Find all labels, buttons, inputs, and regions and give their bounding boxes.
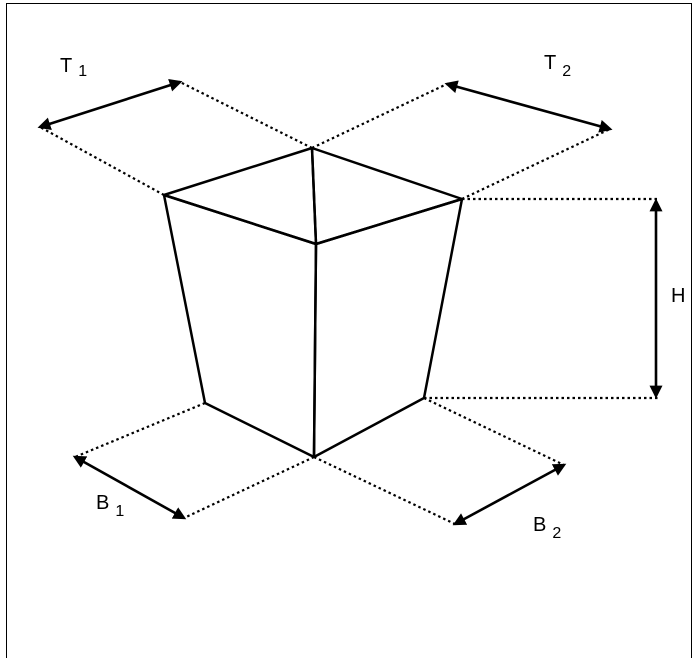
height-extension-lines bbox=[424, 197, 660, 400]
label-h: H bbox=[671, 285, 685, 307]
front-left-face bbox=[162, 193, 318, 459]
diagram-frame bbox=[6, 3, 692, 658]
b1-dimension-arrow bbox=[72, 455, 187, 520]
top-extension-lines bbox=[39, 81, 611, 200]
top-inner-right-face bbox=[310, 146, 464, 246]
bottom-extension-lines bbox=[74, 397, 565, 525]
t2-dimension-arrow bbox=[444, 80, 613, 133]
b2-dimension-arrow bbox=[452, 463, 567, 526]
t1-dimension-arrow bbox=[37, 78, 183, 131]
top-inner-left-face bbox=[162, 146, 318, 246]
frustum-shape bbox=[162, 146, 464, 459]
